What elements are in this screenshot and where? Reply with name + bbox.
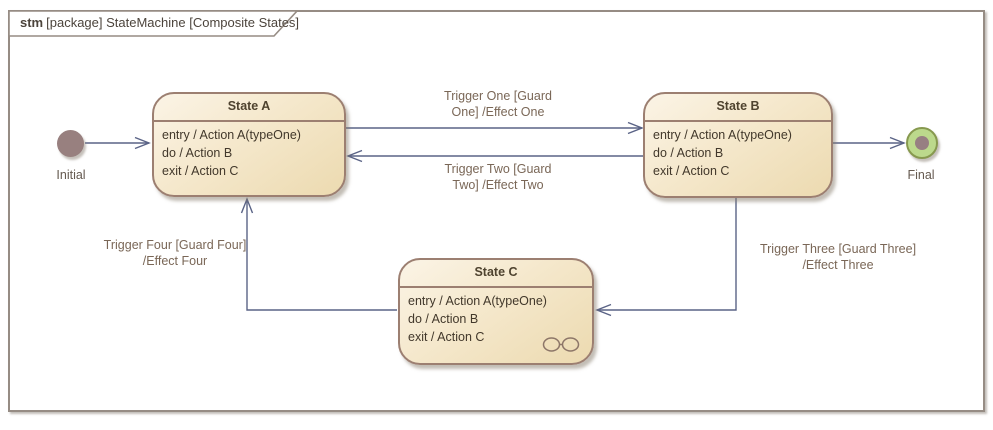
- frame-keyword: stm: [20, 15, 44, 30]
- state-a-title: State A: [154, 94, 344, 122]
- transition-label-trigger-four: Trigger Four [Guard Four] /Effect Four: [104, 238, 247, 269]
- transition-label-trigger-one: Trigger One [Guard One] /Effect One: [444, 89, 552, 120]
- state-a[interactable]: State A entry / Action A(typeOne) do / A…: [152, 92, 346, 197]
- frame-title: stm[package] StateMachine [Composite Sta…: [20, 15, 299, 30]
- state-c-entry-action: entry / Action A(typeOne): [408, 294, 547, 308]
- transition-state-c-to-state-a[interactable]: [240, 197, 398, 311]
- frame-title-text: [package] StateMachine [Composite States…: [46, 15, 300, 30]
- state-a-exit-action: exit / Action C: [162, 164, 239, 178]
- trigger-two-label-line2: Two] /Effect Two: [452, 177, 544, 192]
- transition-label-trigger-three: Trigger Three [Guard Three] /Effect Thre…: [760, 242, 916, 273]
- transition-initial-to-state-a[interactable]: [85, 136, 151, 150]
- transition-state-b-to-final[interactable]: [833, 136, 906, 150]
- initial-state-label: Initial: [56, 168, 86, 182]
- state-c[interactable]: State C entry / Action A(typeOne) do / A…: [398, 258, 594, 365]
- state-b-title: State B: [645, 94, 831, 122]
- trigger-one-label-line2: One] /Effect One: [451, 104, 545, 119]
- trigger-four-label-line1: Trigger Four [Guard Four]: [103, 238, 247, 252]
- final-state-label: Final: [907, 168, 935, 182]
- state-c-do-action: do / Action B: [408, 312, 479, 326]
- initial-state-node[interactable]: [57, 130, 84, 157]
- transition-state-a-to-state-b[interactable]: [346, 121, 644, 135]
- state-b-exit-action: exit / Action C: [653, 164, 730, 178]
- trigger-three-label-line1: Trigger Three [Guard Three]: [759, 242, 917, 256]
- transition-state-b-to-state-c[interactable]: [595, 198, 737, 317]
- final-state-node[interactable]: [906, 127, 938, 159]
- state-a-body: entry / Action A(typeOne) do / Action B …: [154, 122, 344, 180]
- state-a-entry-action: entry / Action A(typeOne): [162, 128, 301, 142]
- transition-state-b-to-state-a[interactable]: [346, 149, 643, 163]
- state-c-exit-action: exit / Action C: [408, 330, 485, 344]
- frame-tab: stm[package] StateMachine [Composite Sta…: [8, 10, 300, 37]
- trigger-one-label-line1: Trigger One [Guard: [444, 89, 552, 103]
- final-state-inner-dot: [915, 136, 929, 150]
- state-b-entry-action: entry / Action A(typeOne): [653, 128, 792, 142]
- state-a-do-action: do / Action B: [162, 146, 233, 160]
- composite-state-icon: [542, 337, 580, 352]
- frame-tab-shape: [8, 10, 299, 37]
- trigger-two-label-line1: Trigger Two [Guard: [444, 162, 552, 176]
- state-c-body: entry / Action A(typeOne) do / Action B …: [400, 288, 592, 346]
- state-c-title: State C: [400, 260, 592, 288]
- state-b-body: entry / Action A(typeOne) do / Action B …: [645, 122, 831, 180]
- transition-label-trigger-two: Trigger Two [Guard Two] /Effect Two: [445, 162, 552, 193]
- trigger-three-label-line2: /Effect Three: [802, 257, 874, 272]
- trigger-four-label-line2: /Effect Four: [142, 253, 208, 268]
- state-b-do-action: do / Action B: [653, 146, 724, 160]
- state-b[interactable]: State B entry / Action A(typeOne) do / A…: [643, 92, 833, 198]
